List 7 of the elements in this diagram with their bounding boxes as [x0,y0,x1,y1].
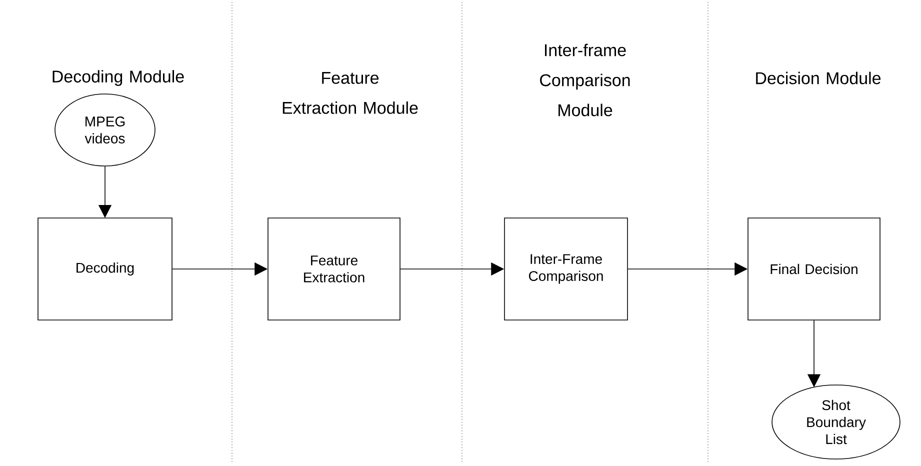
column-heading: Inter-frame Comparison Module [540,44,630,116]
process-box: Inter-Frame Comparison [504,218,628,320]
process-box: Feature Extraction [268,218,400,320]
process-box: Decoding [38,218,172,320]
process-box: Final Decision [748,218,880,320]
column-heading: Decision Module [756,72,881,84]
column-heading: Feature Extraction Module [282,72,418,114]
